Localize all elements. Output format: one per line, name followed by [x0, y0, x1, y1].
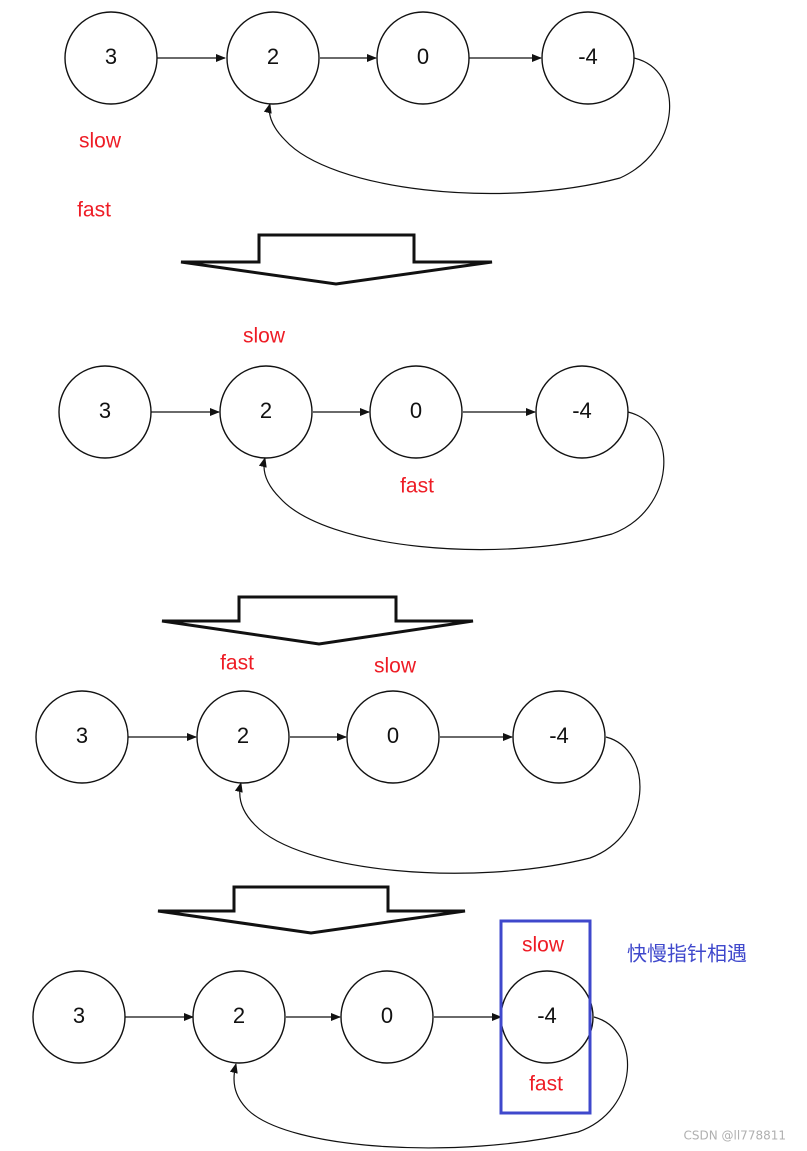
node-value: 0 [410, 398, 422, 423]
list-node: -4 [535, 365, 629, 459]
node-circle [376, 11, 470, 105]
node-circle [535, 365, 629, 459]
fast-pointer-label: fast [400, 475, 434, 498]
list-node: 0 [376, 11, 470, 105]
list-node: 0 [369, 365, 463, 459]
node-circle [512, 690, 606, 784]
node-value: 3 [99, 398, 111, 423]
node-value: 3 [76, 723, 88, 748]
slow-pointer-label: slow [522, 934, 565, 957]
node-value: 3 [105, 44, 117, 69]
stage-1: 3 2 0 -4 slow fast [64, 11, 671, 222]
cycle-edge-3 [234, 736, 641, 874]
meeting-note: 快慢指针相遇 [627, 942, 747, 966]
node-value: 2 [260, 398, 272, 423]
node-value: -4 [549, 723, 569, 748]
node-circle [58, 365, 152, 459]
meeting-highlight-box [499, 919, 592, 1115]
list-node: -4 [512, 690, 606, 784]
node-circle [541, 11, 635, 105]
down-arrow-icon [161, 595, 474, 646]
cycle-edge-1 [263, 57, 671, 195]
node-value: 3 [73, 1003, 85, 1028]
down-arrow-icon [180, 233, 493, 286]
stage-4: 3 2 0 -4 slow fast 快慢指针相遇 [32, 919, 747, 1149]
node-value: -4 [537, 1003, 557, 1028]
fast-pointer-label: fast [77, 199, 111, 222]
node-circle [369, 365, 463, 459]
node-circle [196, 690, 290, 784]
stage-3: 3 2 0 -4 fast slow [35, 652, 641, 874]
list-node: 3 [58, 365, 152, 459]
node-circle [32, 970, 126, 1064]
list-node: 2 [192, 970, 286, 1064]
list-node: 2 [196, 690, 290, 784]
list-node: 3 [35, 690, 129, 784]
list-node: -4 [541, 11, 635, 105]
slow-pointer-label: slow [243, 325, 286, 348]
cycle-edge-4 [229, 1016, 628, 1149]
node-value: 0 [417, 44, 429, 69]
list-node: -4 [500, 970, 594, 1064]
node-circle [340, 970, 434, 1064]
list-node: 2 [219, 365, 313, 459]
cycle-edge-2 [258, 411, 665, 551]
list-node: 3 [32, 970, 126, 1064]
watermark: CSDN @ll778811 [683, 1129, 786, 1143]
node-circle [346, 690, 440, 784]
node-value: 0 [387, 723, 399, 748]
node-circle [35, 690, 129, 784]
node-circle [219, 365, 313, 459]
list-node: 2 [226, 11, 320, 105]
node-value: 2 [233, 1003, 245, 1028]
slow-pointer-label: slow [374, 655, 417, 678]
stage-2: 3 2 0 -4 slow fast [58, 325, 665, 551]
node-circle [192, 970, 286, 1064]
node-value: 2 [237, 723, 249, 748]
node-value: 2 [267, 44, 279, 69]
slow-pointer-label: slow [79, 130, 122, 153]
list-node: 0 [340, 970, 434, 1064]
node-circle [64, 11, 158, 105]
node-value: -4 [572, 398, 592, 423]
list-node: 0 [346, 690, 440, 784]
down-arrow-icon [157, 885, 466, 935]
fast-pointer-label: fast [220, 652, 254, 675]
node-circle [226, 11, 320, 105]
node-value: 0 [381, 1003, 393, 1028]
list-node: 3 [64, 11, 158, 105]
fast-pointer-label: fast [529, 1073, 563, 1096]
node-value: -4 [578, 44, 598, 69]
